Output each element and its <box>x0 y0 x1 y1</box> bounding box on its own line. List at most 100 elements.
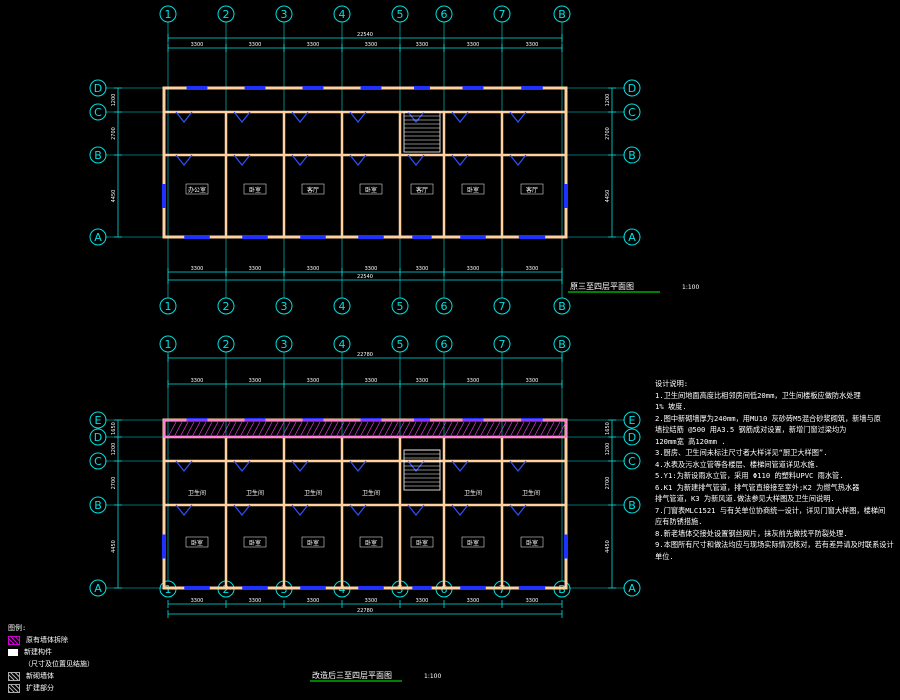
axis-bubble <box>391 5 409 23</box>
axis-label: A <box>628 231 636 244</box>
room-tag <box>410 183 434 195</box>
axis-bubble <box>623 428 641 446</box>
window <box>462 86 484 90</box>
axis-bubble <box>391 335 409 353</box>
room-tag <box>520 183 544 195</box>
axis-label: E <box>95 414 102 427</box>
axis-label: 3 <box>281 300 288 313</box>
scale-label: 1:100 <box>424 673 441 680</box>
door-swing <box>407 154 425 166</box>
demolition-hatch <box>425 421 435 438</box>
demolition-hatch <box>305 421 315 438</box>
demolition-hatch <box>353 421 363 438</box>
axis-bubble <box>275 297 293 315</box>
axis-label: B <box>94 499 102 512</box>
axis-bubble <box>275 335 293 353</box>
axis-label: 1 <box>165 300 172 313</box>
room-tag <box>185 183 209 195</box>
room-label: 客厅 <box>307 186 319 194</box>
door-swing <box>291 111 309 123</box>
axis-label: C <box>628 455 636 468</box>
dimension-text: 3300 <box>526 42 539 48</box>
room-label: 卧室 <box>307 539 319 547</box>
demolition-hatch <box>473 421 483 438</box>
axis-label: D <box>628 431 636 444</box>
demolition-hatch <box>191 421 201 438</box>
dimension-text: 3300 <box>526 266 539 272</box>
legend-label: 原有墙体拆除 <box>26 636 68 644</box>
axis-label: 3 <box>281 8 288 21</box>
demolition-hatch <box>521 421 531 438</box>
note-line: 120mm宽 高120mm . <box>655 436 726 446</box>
demolition-hatch <box>431 421 441 438</box>
demolition-hatch <box>173 421 183 438</box>
door-swing <box>407 111 425 123</box>
demolition-hatch <box>509 421 519 438</box>
demolition-hatch <box>395 421 405 438</box>
door-swing <box>175 111 193 123</box>
axis-label: 1 <box>165 338 172 351</box>
demolition-hatch <box>167 421 177 438</box>
axis-label: 1 <box>165 8 172 21</box>
axis-bubble <box>89 452 107 470</box>
demolition-hatch <box>281 421 291 438</box>
dimension-text: 3300 <box>249 378 262 384</box>
note-line: 1.卫生间地面高度比相邻房间低20mm，卫生间楼板应做防水处理 <box>655 390 861 400</box>
door-swing <box>509 504 527 516</box>
bathroom-label: 卫生间 <box>304 489 322 497</box>
demolition-hatch <box>329 421 339 438</box>
legend-item: 新建构件 <box>8 646 158 658</box>
solid-swatch <box>8 648 18 656</box>
window <box>414 86 430 90</box>
room-label: 卧室 <box>526 539 538 547</box>
demolition-hatch <box>311 421 321 438</box>
legend-label: 扩建部分 <box>26 684 54 692</box>
room-tag <box>359 183 383 195</box>
demolition-hatch <box>389 421 399 438</box>
door-swing <box>233 460 251 472</box>
door-swing <box>291 460 309 472</box>
room-label: 卧室 <box>365 186 377 194</box>
note-line: 1% 坡度. <box>655 402 687 411</box>
demolition-hatch <box>443 421 453 438</box>
axis-bubble <box>89 579 107 597</box>
door-swing <box>291 154 309 166</box>
bathroom-label: 卫生间 <box>464 489 482 497</box>
axis-bubble <box>89 496 107 514</box>
dimension-text: 1200 <box>111 94 117 107</box>
demolition-hatch <box>533 421 543 438</box>
axis-bubble <box>391 297 409 315</box>
room-label: 卧室 <box>191 539 203 547</box>
axis-label: B <box>558 8 566 21</box>
window <box>300 235 326 239</box>
axis-bubble <box>435 335 453 353</box>
axis-bubble <box>623 79 641 97</box>
axis-label: C <box>94 106 102 119</box>
room-tag <box>301 536 325 548</box>
room-label: 客厅 <box>416 186 428 194</box>
note-line: 5.Y1:为新设雨水立管，采用 Φ110 的塑料UPVC 雨水管. <box>655 471 844 480</box>
demolition-hatch <box>293 421 303 438</box>
axis-label: 2 <box>223 338 230 351</box>
design-notes: 设计说明: 1.卫生间地面高度比相邻房间低20mm，卫生间楼板应做防水处理 1%… <box>655 378 895 562</box>
axis-label: B <box>628 149 636 162</box>
demolition-hatch <box>497 421 507 438</box>
axis-bubble <box>159 335 177 353</box>
axis-bubble <box>623 103 641 121</box>
door-swing <box>451 504 469 516</box>
plan-title: 改造后三至四层平面图 <box>312 670 392 680</box>
room-label: 卧室 <box>467 186 479 194</box>
dimension-text: 3300 <box>191 42 204 48</box>
dimension-text: 3300 <box>307 598 320 604</box>
note-line: 6.K1 为新建排气管道，排气管直接接至室外;K2 为燃气热水器 <box>655 482 860 492</box>
door-swing <box>233 111 251 123</box>
dimension-text: 3300 <box>249 266 262 272</box>
legend-label: 新建构件 <box>24 648 52 656</box>
extension-zone <box>163 419 567 438</box>
demolition-hatch <box>515 421 525 438</box>
axis-bubble <box>333 335 351 353</box>
note-line: 8.新老墙体交接处设置钢丝网片，抹灰前先做找平防裂处理. <box>655 528 848 538</box>
axis-bubble <box>89 146 107 164</box>
door-swing <box>451 460 469 472</box>
axis-bubble <box>217 297 235 315</box>
